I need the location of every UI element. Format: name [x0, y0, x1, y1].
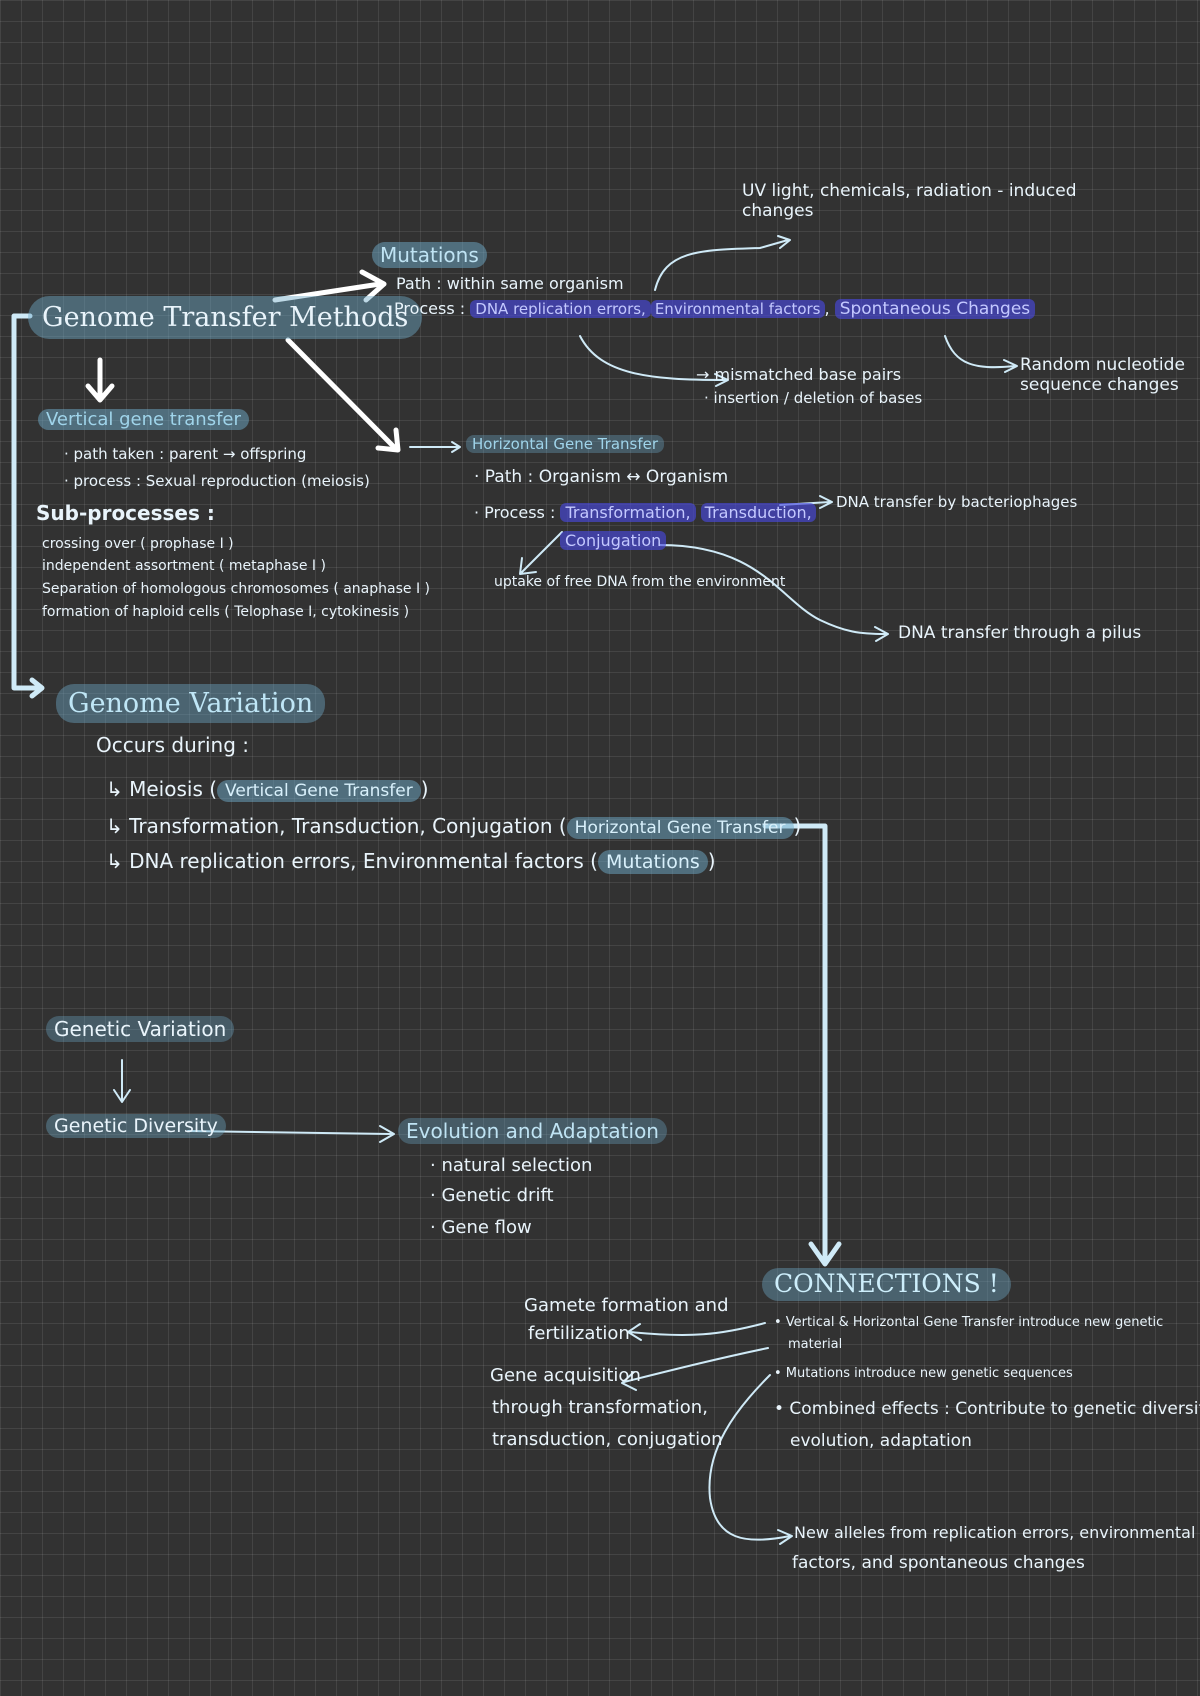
note-mismatch: → mismatched base pairs [696, 365, 902, 384]
mutation-dna-replication: DNA replication errors, [470, 300, 651, 318]
genome-variation-title: Genome Variation [56, 684, 326, 724]
small-arrow-horizontal [409, 441, 461, 453]
note-gamete: Gamete formation and [524, 1295, 729, 1316]
subprocess-heading: Sub-processes : [36, 501, 215, 525]
connections-bullet-3-cont: evolution, adaptation [790, 1431, 972, 1451]
evolution-adaptation-text: Evolution and Adaptation [398, 1118, 667, 1144]
note-gamete-cont: fertilization [528, 1323, 630, 1344]
genome-transfer-title: Genome Transfer Methods [28, 296, 423, 340]
conjugation-text: Conjugation [560, 531, 667, 550]
evolution-item: · Gene flow [430, 1217, 532, 1238]
genetic-variation-text: Genetic Variation [46, 1016, 235, 1042]
transformation: Transformation, [560, 503, 696, 522]
connections-bullet-1-cont: material [788, 1337, 843, 1352]
note-alleles: New alleles from replication errors, env… [794, 1523, 1196, 1542]
horizontal-process-label: · Process : [474, 503, 556, 522]
arrow-uv [654, 235, 791, 291]
note-uptake: uptake of free DNA from the environment [494, 574, 786, 590]
mutations-heading: Mutations [372, 242, 487, 268]
mutation-environmental: Environmental factors [650, 300, 825, 318]
arrow-to-vertical-head [85, 383, 115, 403]
arrow-to-evolution [187, 1125, 395, 1143]
variation-line-meiosis: ↳ Meiosis (Vertical Gene Transfer) [106, 778, 429, 802]
arrow-to-mutations-head [359, 269, 387, 303]
bracket-arrow [11, 313, 43, 691]
variation-line2-text: ↳ Transformation, Transduction, Conjugat… [106, 814, 567, 838]
arrow-mismatch [579, 335, 729, 387]
variation-line3-highlight: Mutations [597, 850, 708, 874]
horizontal-heading-text: Horizontal Gene Transfer [466, 435, 665, 453]
mutation-spontaneous: Spontaneous Changes [834, 299, 1036, 319]
variation-line2-end: ) [793, 814, 802, 838]
note-gene-acquisition: Gene acquisition [490, 1365, 641, 1386]
connections-title: CONNECTIONS ! [762, 1268, 1011, 1301]
variation-line1-text: ↳ Meiosis ( [106, 777, 218, 801]
variation-line2-highlight: Horizontal Gene Transfer [566, 817, 794, 839]
mutations-heading-text: Mutations [372, 242, 487, 268]
subprocess-item: Separation of homologous chromosomes ( a… [42, 581, 431, 597]
evolution-item: · Genetic drift [430, 1185, 554, 1206]
vertical-process: · process : Sexual reproduction (meiosis… [64, 472, 370, 490]
variation-line3-end: ) [707, 849, 716, 873]
subprocess-item: formation of haploid cells ( Telophase I… [42, 604, 410, 620]
note-insertion: · insertion / deletion of bases [704, 389, 923, 407]
variation-line3-text: ↳ DNA replication errors, Environmental … [106, 849, 598, 873]
evolution-adaptation: Evolution and Adaptation [398, 1118, 667, 1144]
horizontal-heading: Horizontal Gene Transfer [466, 435, 665, 453]
note-bacteriophage: DNA transfer by bacteriophages [836, 493, 1078, 511]
connections-bullet-1: • Vertical & Horizontal Gene Transfer in… [774, 1315, 1164, 1330]
arrow-pilus [659, 544, 889, 642]
subprocess-item: crossing over ( prophase I ) [42, 536, 234, 552]
mutations-path: Path : within same organism [396, 274, 624, 293]
connections-bullet-3: • Combined effects : Contribute to genet… [774, 1399, 1200, 1419]
vertical-heading-text: Vertical gene transfer [38, 409, 249, 430]
variation-line1-highlight: Vertical Gene Transfer [217, 780, 421, 802]
note-uv: UV light, chemicals, radiation - induced… [742, 181, 1077, 221]
vertical-path: · path taken : parent → offspring [64, 445, 307, 463]
genetic-variation-title: Genetic Variation [46, 1016, 235, 1042]
note-alleles-cont: factors, and spontaneous changes [792, 1553, 1085, 1573]
horizontal-process: · Process : Transformation, Transduction… [474, 503, 816, 522]
arrow-to-connections-head [808, 1241, 842, 1267]
note-gene-acquisition-cont: through transformation, [492, 1397, 708, 1418]
vertical-gene-transfer-heading: Vertical gene transfer [38, 409, 249, 431]
occurs-during: Occurs during : [96, 733, 250, 757]
genetic-diversity-text: Genetic Diversity [46, 1114, 226, 1138]
arrow-to-connections [762, 823, 828, 1265]
conjugation: Conjugation [560, 531, 667, 550]
arrow-gamete [627, 1322, 766, 1341]
mutations-process-label: Process : [394, 299, 466, 318]
arrow-alleles [708, 1374, 793, 1545]
connections-bullet-2: • Mutations introduce new genetic sequen… [774, 1366, 1073, 1381]
arrow-random [944, 335, 1018, 373]
arrow-gene-acquisition [621, 1347, 769, 1391]
variation-line-mutations: ↳ DNA replication errors, Environmental … [106, 850, 716, 874]
genome-transfer-title-text: Genome Transfer Methods [42, 302, 409, 333]
mutations-process: Process : DNA replication errors,Environ… [394, 299, 1036, 320]
note-gene-acquisition-cont: transduction, conjugation [492, 1429, 723, 1450]
variation-line1-end: ) [420, 777, 429, 801]
mutation-separator: , [824, 299, 830, 318]
arrow-to-horizontal [285, 337, 398, 451]
note-random: Random nucleotide sequence changes [1020, 355, 1185, 395]
horizontal-path: · Path : Organism ↔ Organism [474, 467, 729, 487]
arrow-uptake [519, 531, 563, 575]
genetic-diversity: Genetic Diversity [46, 1114, 226, 1138]
connections-title-text: CONNECTIONS ! [774, 1269, 999, 1298]
bracket-arrowhead [29, 677, 45, 699]
note-pilus: DNA transfer through a pilus [898, 623, 1142, 643]
subprocess-item: independent assortment ( metaphase I ) [42, 558, 326, 574]
variation-line-hgt: ↳ Transformation, Transduction, Conjugat… [106, 815, 801, 839]
arrow-to-mutations [272, 281, 383, 303]
genome-variation-title-text: Genome Variation [68, 688, 314, 719]
arrow-to-horizontal-head [375, 427, 401, 453]
evolution-item: · natural selection [430, 1155, 593, 1176]
arrow-to-diversity [113, 1059, 131, 1103]
transduction: Transduction, [700, 503, 816, 522]
